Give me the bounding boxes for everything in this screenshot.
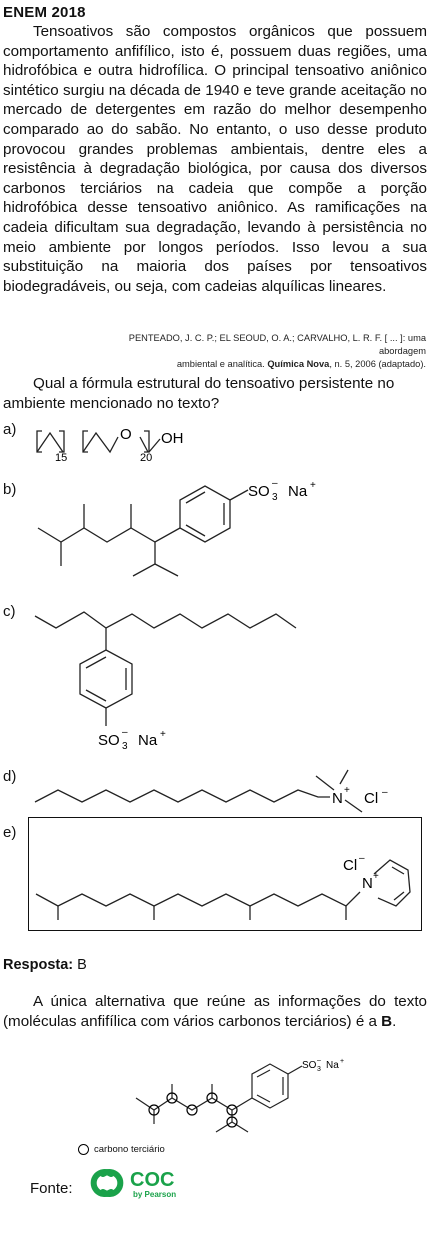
question-text: Qual a fórmula estrutural do tensoativo … — [3, 375, 395, 412]
text-paragraph: Tensoativos são compostos orgânicos que … — [3, 23, 427, 295]
option-b-so: SO — [248, 483, 270, 500]
figure-minus: – — [317, 1057, 321, 1064]
option-c-so: SO — [98, 732, 120, 749]
exam-title: ENEM 2018 — [3, 4, 86, 21]
citation-journal: Química Nova — [267, 359, 330, 369]
coc-tagline: by Pearson — [133, 1190, 177, 1199]
option-a-oxygen: O — [120, 426, 132, 443]
figure-sub3: 3 — [317, 1066, 321, 1073]
option-b-label[interactable]: b) — [3, 481, 17, 498]
option-c-structure[interactable]: SO 3 – Na + — [0, 600, 430, 755]
option-d-cl: Cl — [364, 790, 378, 807]
coc-name: COC — [130, 1169, 175, 1191]
citation-line2-post: , n. 5, 2006 (adaptado). — [329, 359, 426, 369]
coc-logo: COC by Pearson — [130, 1170, 176, 1200]
option-b-structure[interactable]: SO 3 – Na + — [0, 470, 430, 585]
option-b-minus: – — [272, 478, 278, 489]
option-e-cl: Cl — [343, 857, 357, 874]
legend-text: carbono terciário — [94, 1144, 165, 1155]
option-e-n: N — [362, 875, 373, 892]
option-d-clminus: – — [382, 787, 388, 798]
option-e-highlight-box — [28, 817, 422, 931]
option-a-oh: OH — [161, 430, 184, 447]
explanation-post: . — [392, 1012, 397, 1030]
option-d-nplus: + — [344, 785, 350, 796]
figure-plus: + — [340, 1058, 344, 1065]
option-b-sub3: 3 — [272, 492, 278, 503]
option-d-label[interactable]: d) — [3, 768, 17, 785]
answer-line: Resposta: B — [3, 957, 87, 973]
option-b-na: Na — [288, 483, 308, 500]
source-label: Fonte: — [30, 1180, 73, 1197]
answer-label: Resposta: — [3, 957, 74, 973]
option-a-label[interactable]: a) — [3, 421, 17, 438]
answer-structure-figure: SO 3 – Na + — [135, 1057, 344, 1133]
explanation-pre: A única alternativa que reúne as informa… — [3, 993, 427, 1030]
option-a-structure[interactable]: 15 20 O OH — [0, 415, 430, 465]
option-e-clminus: – — [359, 853, 365, 864]
tertiary-carbon-circle-icon — [78, 1144, 89, 1155]
explanation: A única alternativa que reúne as informa… — [3, 992, 427, 1031]
option-e-structure[interactable]: N + Cl – — [0, 830, 430, 930]
answer-value: B — [77, 957, 87, 973]
explanation-bold: B — [381, 1012, 393, 1030]
option-b-plus: + — [310, 480, 316, 491]
citation-line2-pre: ambiental e analítica. — [176, 359, 268, 369]
option-e-label[interactable]: e) — [3, 824, 17, 841]
option-a-sub15: 15 — [55, 452, 67, 464]
option-d-structure[interactable]: N + Cl – — [0, 760, 430, 820]
citation-line1: PENTEADO, J. C. P.; EL SEOUD, O. A.; CAR… — [128, 333, 426, 356]
option-c-plus: + — [160, 729, 166, 740]
option-a-sub20: 20 — [140, 452, 152, 464]
option-d-n: N — [332, 790, 343, 807]
option-c-label[interactable]: c) — [3, 603, 16, 620]
figure-na: Na — [326, 1060, 339, 1071]
legend: carbono terciário — [78, 1144, 165, 1155]
figure-so: SO — [302, 1060, 317, 1071]
option-c-minus: – — [122, 727, 128, 738]
option-e-nplus: + — [373, 871, 379, 882]
option-c-na: Na — [138, 732, 158, 749]
citation: PENTEADO, J. C. P.; EL SEOUD, O. A.; CAR… — [96, 332, 426, 371]
coc-logo-icon — [90, 1169, 124, 1197]
option-c-sub3: 3 — [122, 741, 128, 752]
